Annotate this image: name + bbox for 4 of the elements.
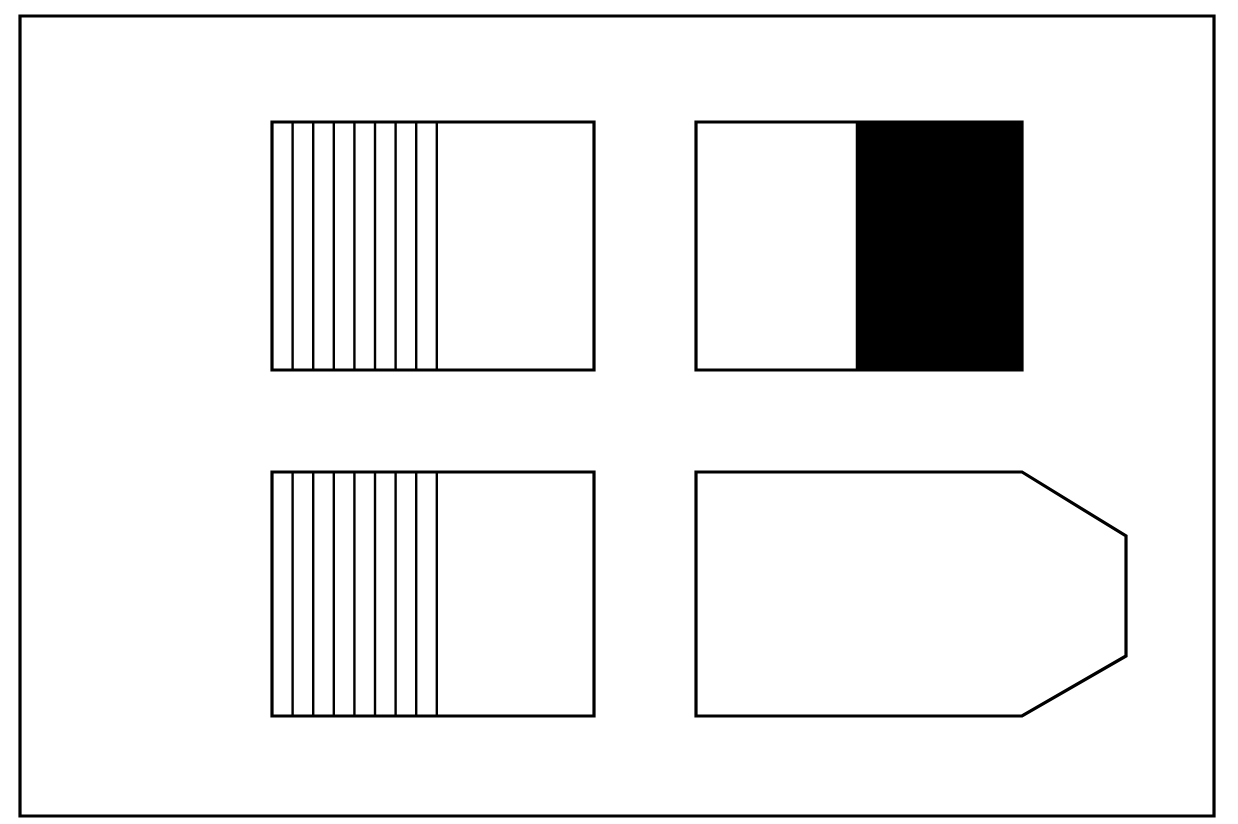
half-filled-box <box>694 120 1024 372</box>
striped-box <box>270 470 596 718</box>
pentagon-shape <box>694 470 1128 718</box>
striped-box <box>270 120 596 372</box>
